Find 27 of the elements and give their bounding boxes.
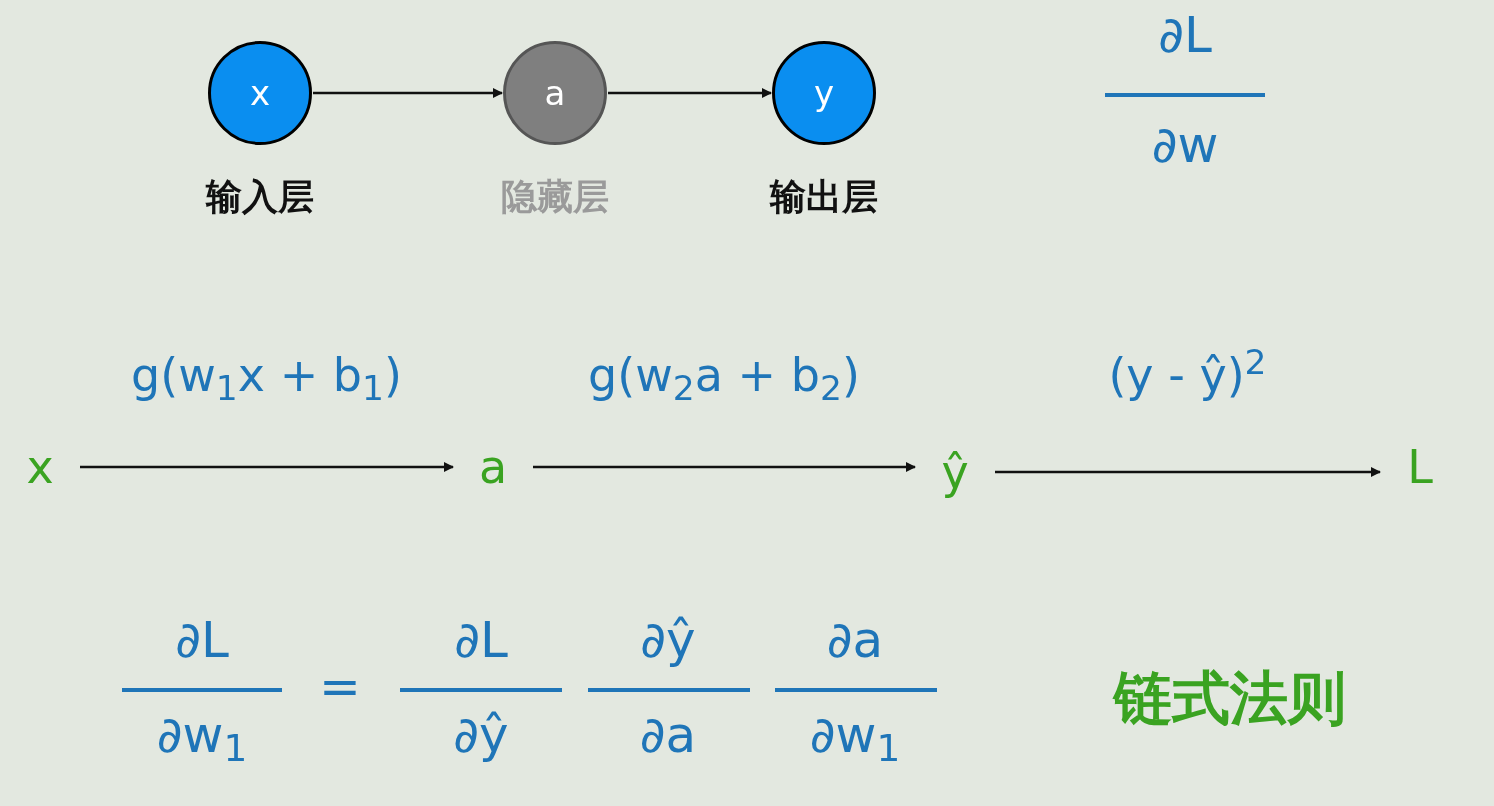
layer-caption: 输出层 <box>770 176 878 217</box>
math-term: ∂a <box>826 611 884 669</box>
arrow <box>313 88 503 98</box>
variable-label: a <box>468 437 518 497</box>
variable-label: x <box>15 437 65 497</box>
edge-label: (y - ŷ)$^{2}$ <box>1108 348 1267 402</box>
math-term: ∂ŷ <box>640 611 696 669</box>
layer-caption: 隐藏层 <box>501 176 609 217</box>
math-term: ∂w$_{1}$ <box>156 706 248 764</box>
arrow <box>80 462 454 472</box>
math-term: = <box>319 658 361 716</box>
math-term: ∂w$_{1}$ <box>809 706 901 764</box>
math-term: ∂ŷ <box>453 706 509 764</box>
arrow <box>533 462 916 472</box>
math-term: ∂L <box>1158 6 1212 64</box>
math-term: ∂L <box>175 611 229 669</box>
arrow <box>608 88 772 98</box>
layer-caption: 输入层 <box>206 176 314 217</box>
math-term: ∂w <box>1151 116 1219 174</box>
math-term: ∂a <box>639 706 697 764</box>
edge-label: g(w$_{1}$x + b$_{1}$) <box>131 348 402 402</box>
variable-label: L <box>1395 437 1445 497</box>
rule-title: 链式法则 <box>1114 664 1346 732</box>
edge-label: g(w$_{2}$a + b$_{2}$) <box>588 348 860 402</box>
math-term: ∂L <box>454 611 508 669</box>
variable-label: ŷ <box>930 437 980 507</box>
arrow <box>995 467 1381 477</box>
